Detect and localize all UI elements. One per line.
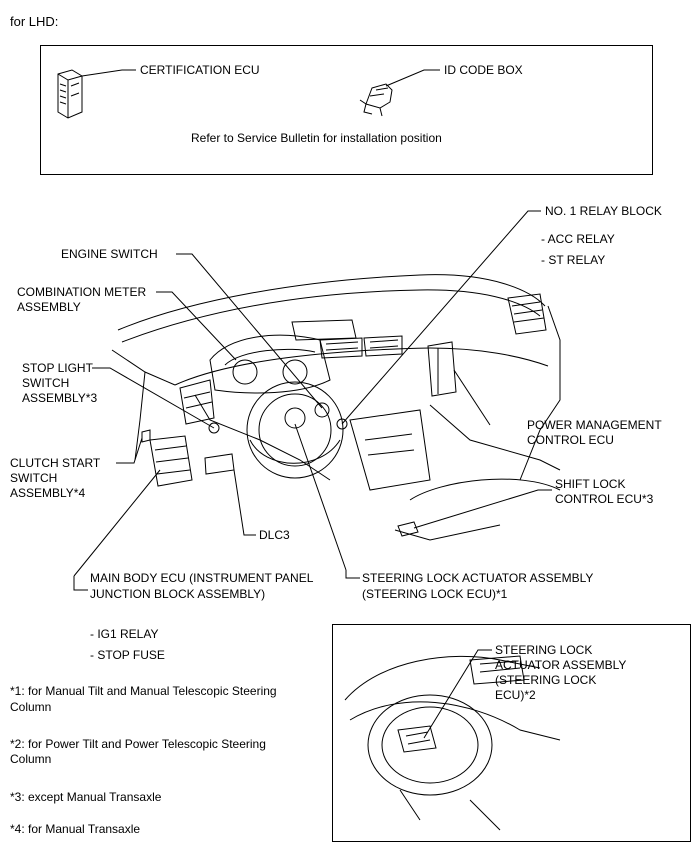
power-mgmt-label-2: CONTROL ECU [527, 433, 614, 447]
note-1a: *1: for Manual Tilt and Manual Telescopi… [10, 684, 277, 698]
certification-ecu-label: CERTIFICATION ECU [140, 63, 260, 77]
note-2a: *2: for Power Tilt and Power Telescopic … [10, 737, 266, 751]
main-body-ecu-label-1: MAIN BODY ECU (INSTRUMENT PANEL [90, 571, 314, 585]
inset-label-3: (STEERING LOCK [495, 673, 597, 687]
engine-switch-label: ENGINE SWITCH [61, 247, 158, 261]
clutch-start-label-3: ASSEMBLY*4 [10, 486, 86, 500]
id-code-box-label: ID CODE BOX [444, 63, 523, 77]
main-body-ecu-label-2: JUNCTION BLOCK ASSEMBLY) [90, 587, 266, 601]
dashboard-drawing [111, 274, 561, 541]
power-mgmt-label-1: POWER MANAGEMENT [527, 418, 662, 432]
stop-fuse-label: - STOP FUSE [90, 648, 165, 662]
note-4: *4: for Manual Transaxle [10, 822, 141, 836]
st-relay-label: - ST RELAY [541, 253, 606, 267]
no1-relay-block-label: NO. 1 RELAY BLOCK [545, 204, 662, 218]
inset-box [332, 624, 691, 842]
stop-light-label-1: STOP LIGHT [22, 361, 93, 375]
inset-label-2: ACTUATOR ASSEMBLY [495, 658, 627, 672]
combination-meter-label-2: ASSEMBLY [17, 300, 81, 314]
ig1-relay-label: - IG1 RELAY [90, 627, 159, 641]
dlc3-label: DLC3 [259, 528, 290, 542]
combination-meter-label-1: COMBINATION METER [17, 285, 147, 299]
note-1b: Column [10, 700, 52, 714]
note-3: *3: except Manual Transaxle [10, 790, 162, 804]
note-2b: Column [10, 752, 52, 766]
id-code-box-icon [359, 83, 393, 117]
shift-lock-label-1: SHIFT LOCK [555, 477, 626, 491]
acc-relay-label: - ACC RELAY [541, 232, 615, 246]
inset-drawing [344, 649, 561, 831]
top-box [40, 45, 653, 175]
installation-note: Refer to Service Bulletin for installati… [191, 131, 442, 145]
steering-actuator-label-1: STEERING LOCK ACTUATOR ASSEMBLY [362, 571, 594, 585]
inset-label-4: ECU)*2 [495, 688, 536, 702]
clutch-start-label-1: CLUTCH START [10, 456, 101, 470]
stop-light-label-2: SWITCH [22, 376, 70, 390]
page-header: for LHD: [10, 14, 59, 29]
shift-lock-label-2: CONTROL ECU*3 [555, 492, 654, 506]
steering-actuator-label-2: (STEERING LOCK ECU)*1 [362, 587, 508, 601]
stop-light-label-3: ASSEMBLY*3 [22, 391, 98, 405]
inset-label-1: STEERING LOCK [495, 643, 593, 657]
clutch-start-label-2: SWITCH [10, 471, 58, 485]
certification-ecu-icon [57, 69, 83, 119]
